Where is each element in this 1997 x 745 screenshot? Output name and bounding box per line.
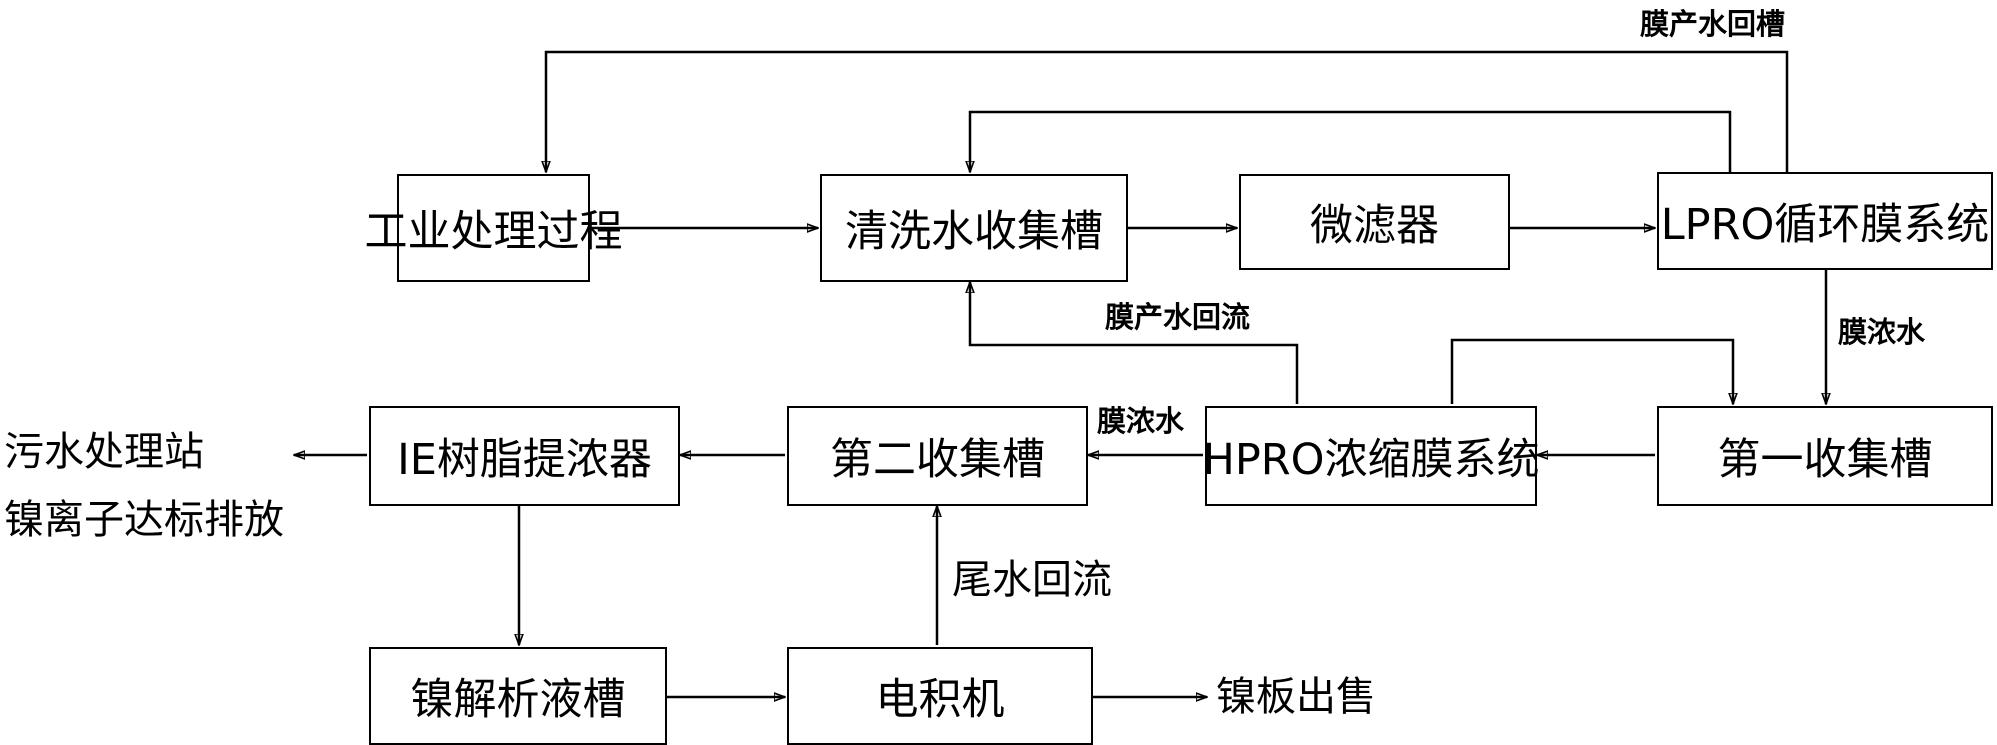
electrowinning-box: 电积机: [787, 647, 1093, 745]
label-nickel-plate-sale: 镍板出售: [1216, 674, 1376, 720]
second-tank-box: 第二收集槽: [787, 406, 1088, 506]
flow-hpro-permeate-reflux: [970, 282, 1299, 404]
microfilter-box: 微滤器: [1239, 174, 1510, 270]
label-sewage-station: 污水处理站: [4, 429, 204, 475]
nickel-eluate-tank-box: 镍解析液槽: [369, 647, 667, 745]
industrial-process-box: 工业处理过程: [365, 174, 623, 282]
label-concentrate-hpro: 膜浓水: [1097, 404, 1185, 438]
rinse-tank-box: 清洗水收集槽: [820, 174, 1128, 282]
flow-hpro-to-first-tank-loop: [1450, 338, 1733, 404]
label-concentrate-lpro: 膜浓水: [1838, 315, 1926, 349]
first-tank-box: 第一收集槽: [1657, 406, 1993, 506]
flow-lpro-permeate-return-tank: [546, 50, 1789, 172]
label-tailwater-reflux: 尾水回流: [952, 557, 1112, 603]
label-nickel-discharge: 镍离子达标排放: [4, 497, 284, 543]
label-permeate-return-tank: 膜产水回槽: [1640, 7, 1786, 41]
hpro-box: HPRO浓缩膜系统: [1203, 406, 1540, 506]
label-permeate-reflux: 膜产水回流: [1105, 300, 1251, 334]
ie-resin-box: IE树脂提浓器: [369, 406, 680, 506]
lpro-box: LPRO循环膜系统: [1657, 172, 1993, 270]
flow-lpro-to-rinse-loop: [970, 110, 1732, 172]
